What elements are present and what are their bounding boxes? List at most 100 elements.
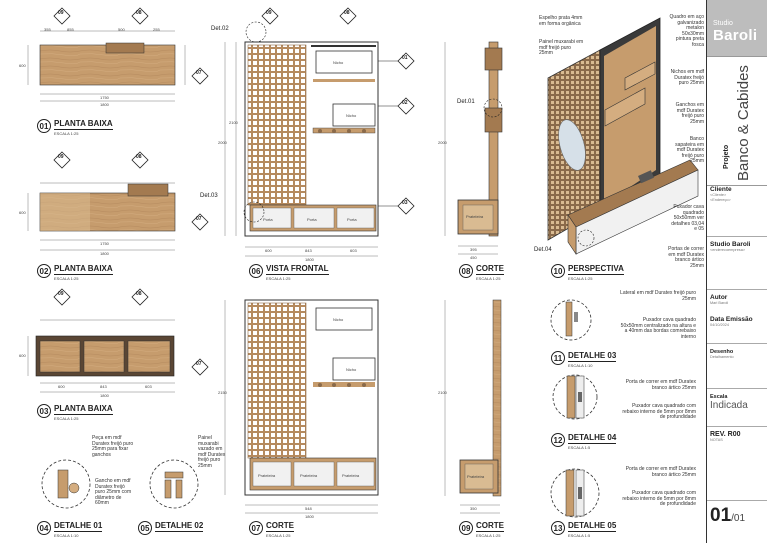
marker-08-d: 08 [344,10,350,16]
drawing-section: Desenho Detalhamento [710,349,766,360]
label-nicho-06a: Nicho [333,60,344,65]
view-scale: ESCALA 1:25 [54,416,79,421]
perspective-10 [547,17,699,255]
dim-600-c: 600 [58,384,65,389]
date-value: 04/10/2024 [710,323,730,327]
view-num: 03 [37,404,51,418]
studio-logo: Studio Baroli [707,0,767,56]
note-nichos: Nichos em mdf Duratex freijó puro 25mm [670,69,704,87]
view-num: 04 [37,521,51,535]
dim-843-06: 843 [305,248,312,253]
note-portas: Portas de correr em mdf Duratex branco á… [668,246,704,269]
view-scale: ESCALA 1:10 [54,533,79,538]
dim-450-08: 450 [470,255,477,260]
note-peca: Peça em mdf Duratex freijó puro 25mm par… [92,435,134,458]
callout-det02: Det.02 [211,26,229,32]
dim-1750-b: 1750 [100,241,109,246]
view-num: 06 [249,264,263,278]
author-name: Mari Baroli [710,301,729,305]
marker-07-a: 07 [196,70,202,76]
view-name: DETALHE 02 [155,521,204,532]
view-name: VISTA FRONTAL [266,264,329,275]
logo-line1: Studio [713,20,733,27]
note-porta-12: Porta de correr em mdf Duratex branco ár… [625,379,696,391]
view-name: PLANTA BAIXA [54,119,113,130]
label-prateleira-2: Prateleira [300,473,318,478]
client-address: <Endereço> [710,197,731,202]
dim-255-a: 255 [153,27,160,32]
dim-548-07: 548 [305,506,312,511]
view-name: CORTE [266,521,294,532]
project-section: Projeto Banco & Cabides [707,56,767,186]
note-banco: Banco sapateira em mdf Duratex freijó pu… [675,136,704,165]
view-scale: ESCALA 1:25 [476,276,501,281]
dim-2100-09: 2100 [438,390,447,395]
note-painel: Painel muxarabi em mdf freijó puro 25mm [539,39,584,57]
note-puxador-12: Puxador cava quadrado com rebaixo intern… [622,403,696,421]
view-scale: ESCALA 1:25 [54,131,79,136]
scale-section: Escala Indicada [710,394,766,411]
author-heading: Autor [710,294,728,301]
dim-2000-08: 2000 [438,140,447,145]
dim-843-c: 843 [100,384,107,389]
sheet-total: /01 [731,513,746,524]
client-name: <Cliente> [710,193,727,197]
view-scale: ESCALA 1:5 [568,445,591,450]
section-view-07 [224,299,379,514]
technical-drawing [27,7,699,518]
note-puxador-11: Puxador cava quadrado 50x50mm centraliza… [620,317,696,340]
view-name: DETALHE 04 [568,433,617,444]
view-scale: ESCALA 1:25 [266,533,291,538]
dim-603-06: 603 [350,248,357,253]
front-view-06 [224,21,415,257]
logo-line2: Baroli [713,27,758,44]
revision-heading: REV. R00 [710,431,741,438]
view-num: 09 [459,521,473,535]
studio-address: <enderecoempresa> [710,248,746,252]
dim-355-a: 355 [44,27,51,32]
note-quadro: Quadro em aço galvanizado metalon 50x30m… [669,14,704,48]
detail-12 [552,374,598,420]
label-prateleira-3: Prateleira [342,473,360,478]
marker-08-a: 08 [136,10,142,16]
view-num: 13 [551,521,565,535]
dim-600-06: 600 [265,248,272,253]
dim-600-a: 600 [19,63,26,68]
dim-1800-07: 1800 [305,514,314,519]
sheet-num: 01 [710,505,732,526]
label-nicho-07b: Nicho [346,367,357,372]
note-ganchos: Ganchos em mdf Duratex freijó puro 25mm [675,102,704,125]
note-espelho: Espelho prata 4mm em forma orgânica [539,15,583,27]
client-heading: Cliente [710,186,732,193]
view-scale: ESCALA 1:25 [266,276,291,281]
dim-1750-a: 1750 [100,95,109,100]
marker-07-b: 07 [196,216,202,222]
client-section: Cliente <Cliente> <Endereço> [710,186,766,202]
view-num: 11 [551,351,565,365]
scale-heading: Escala [710,394,728,400]
scale-value: Indicada [710,400,748,411]
dim-1800-b: 1800 [100,251,109,256]
label-porta-2: Porta [307,217,317,222]
author-section: Autor Mari Baroli [710,294,766,306]
marker-08-b: 08 [136,154,142,160]
marker-09-b: 09 [58,154,64,160]
date-heading: Data Emissão [710,316,753,323]
dim-1800-06: 1800 [305,257,314,262]
label-porta-1: Porta [263,217,273,222]
label-porta-3: Porta [347,217,357,222]
note-muxa: Painel muxarabi vazado em mdf Duratex fr… [198,435,226,469]
marker-01: 01 [402,55,408,61]
note-puxador-13: Puxador cava quadrado com rebaixo intern… [622,490,696,508]
marker-09-d: 09 [266,10,272,16]
drawing-value: Detalhamento [710,355,734,359]
